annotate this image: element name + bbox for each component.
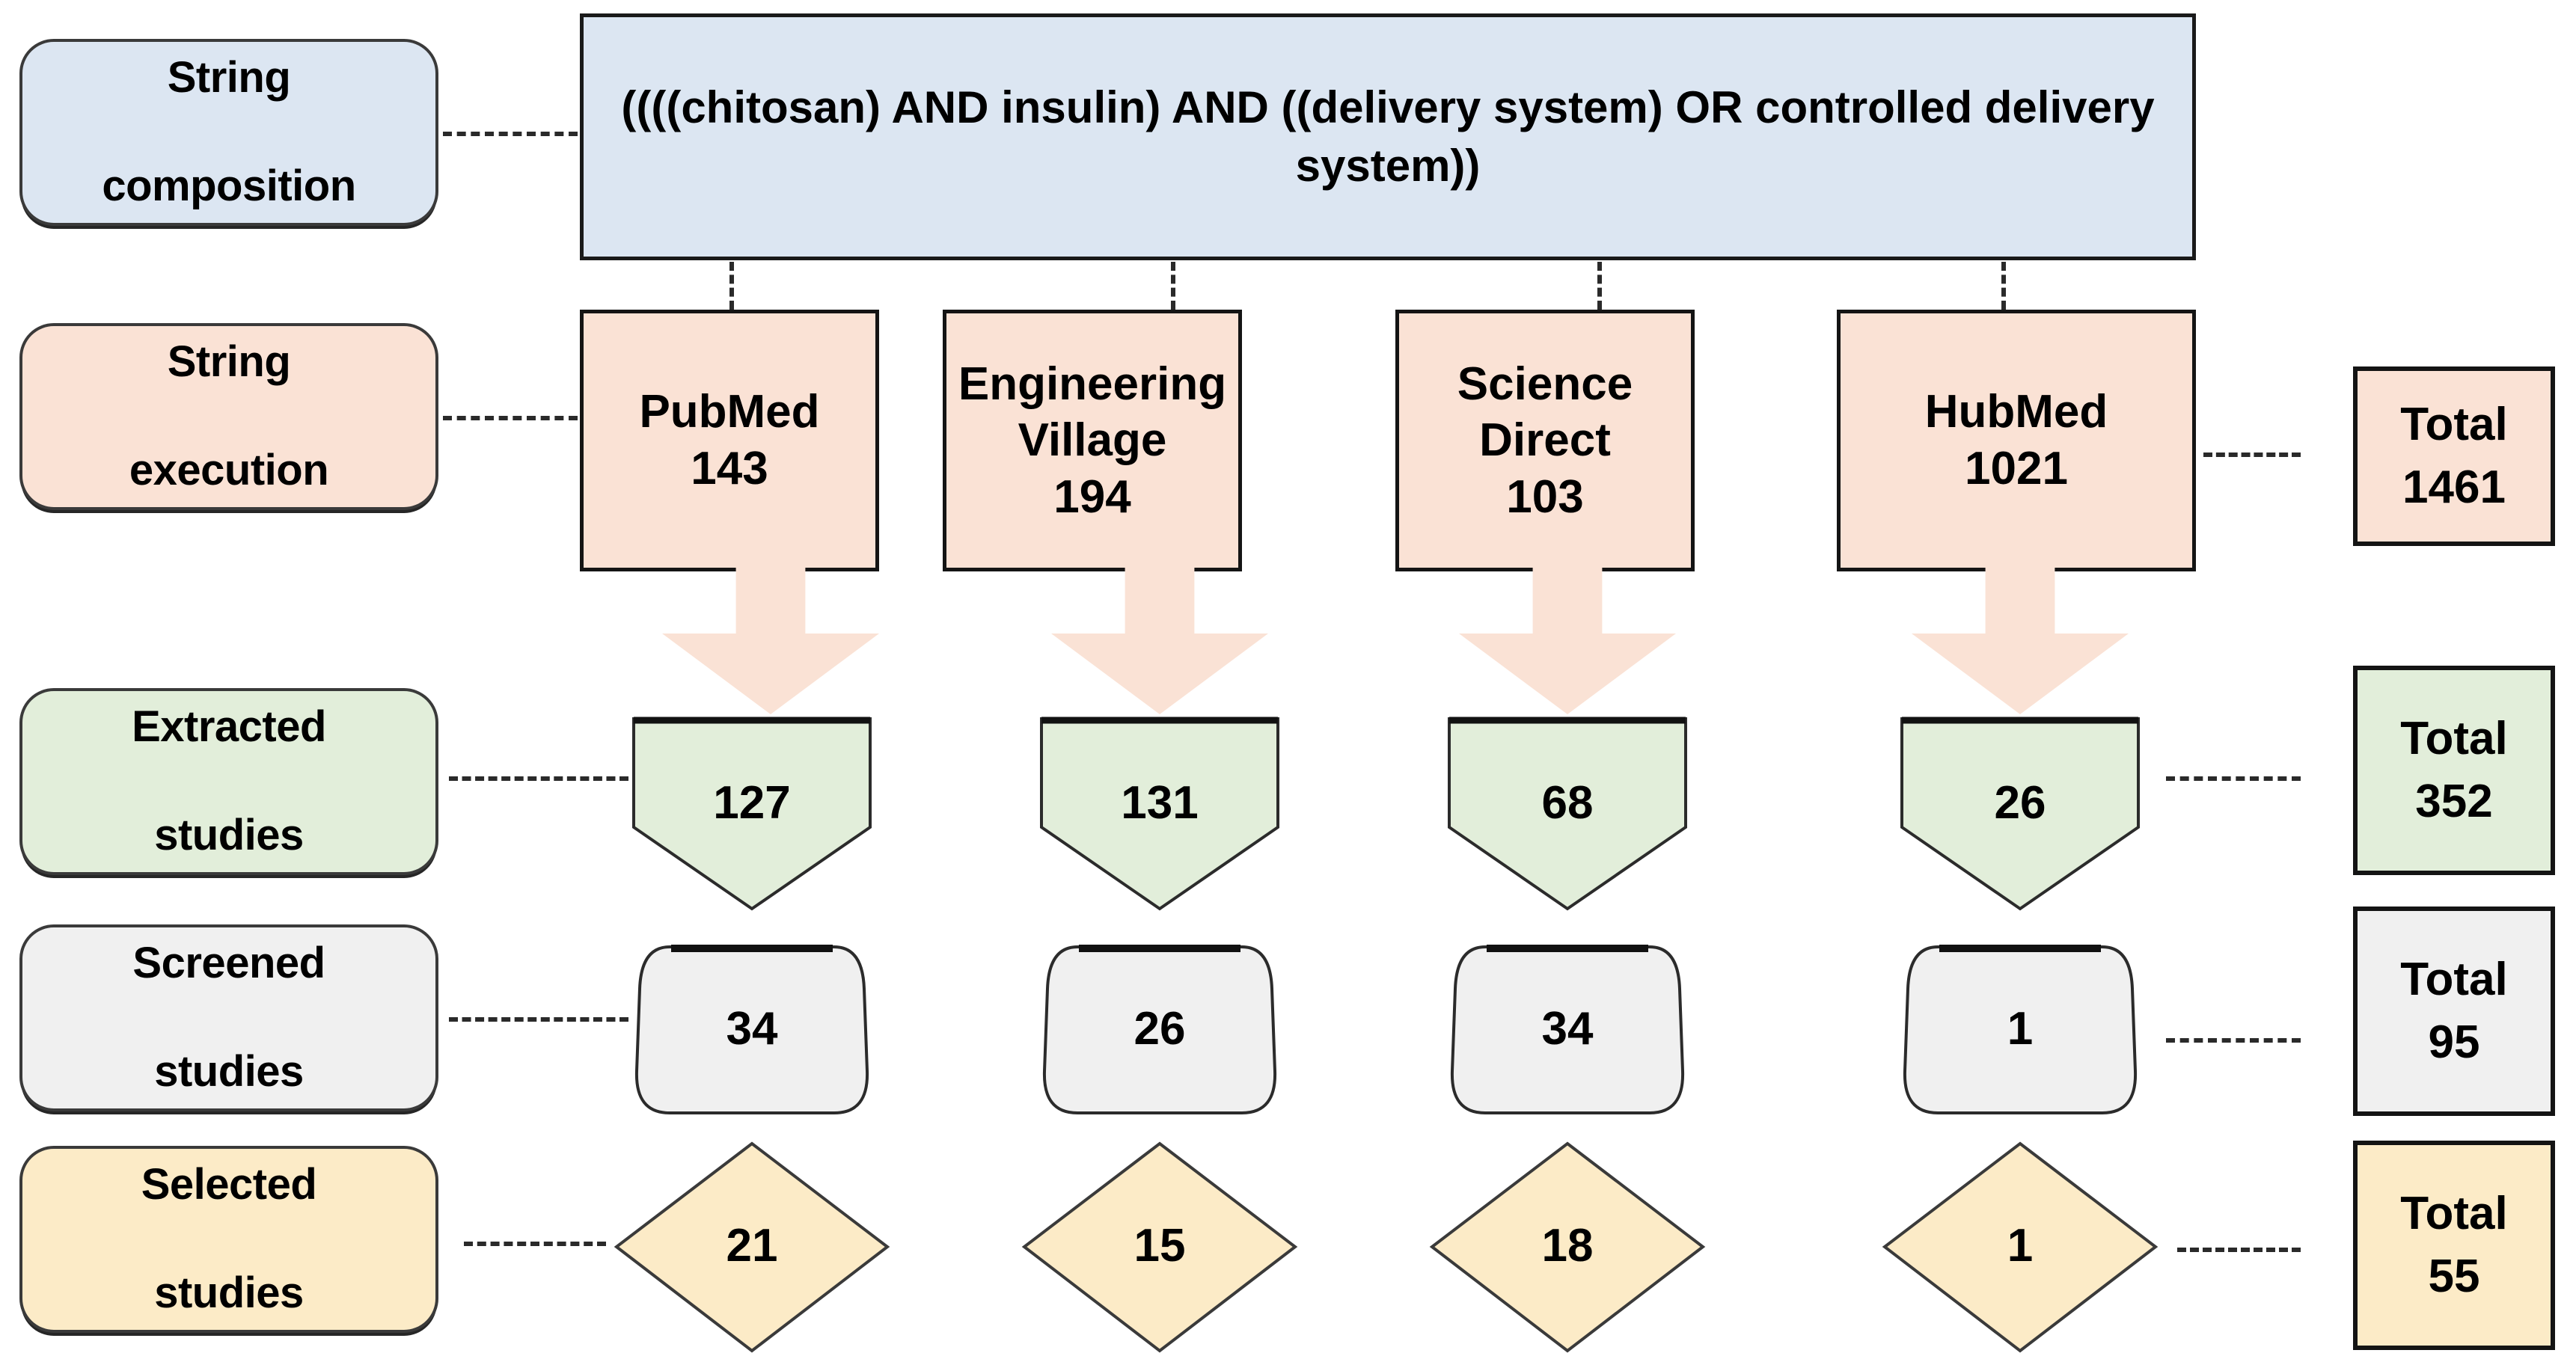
extracted-value: 68	[1541, 777, 1594, 829]
extracted-shape-3: 26	[1900, 717, 2140, 911]
screened-value: 1	[2007, 1003, 2034, 1055]
arrow-source-to-extracted-1	[1051, 565, 1268, 714]
total-box-string-execution: Total 1461	[2353, 366, 2555, 546]
pentagon-shape	[1900, 717, 2140, 911]
total-value: 352	[2415, 776, 2493, 827]
source-name: Engineering	[958, 358, 1227, 410]
connector-selected-to-total-55	[2177, 1248, 2301, 1252]
source-name: PubMed	[639, 386, 820, 438]
total-value: 1461	[2402, 461, 2506, 513]
selected-value: 1	[2007, 1220, 2034, 1271]
extracted-shape-0: 127	[632, 717, 872, 911]
connector-query-to-source-1	[1171, 262, 1175, 310]
total-label: Total	[2400, 954, 2508, 1006]
stage-label-selected-studies: Selected studies	[19, 1146, 438, 1333]
extracted-value: 127	[713, 777, 791, 829]
connector-query-to-source-3	[2001, 262, 2006, 310]
extracted-shape-1: 131	[1040, 717, 1279, 911]
stage-label-screened-studies: Screened studies	[19, 924, 438, 1111]
pentagon-shape	[632, 717, 872, 911]
barrel-shape	[634, 945, 869, 1114]
source-count: 194	[1053, 470, 1131, 523]
total-value: 95	[2428, 1016, 2480, 1068]
selected-shape-3: 1	[1882, 1141, 2159, 1354]
barrel-shape	[1042, 945, 1277, 1114]
stage-label-line2: studies	[154, 811, 304, 860]
total-label: Total	[2400, 1188, 2508, 1240]
source-name-2: Village	[1018, 414, 1167, 467]
selected-value: 21	[726, 1220, 778, 1271]
total-label: Total	[2400, 713, 2508, 765]
screened-value: 34	[1541, 1003, 1594, 1055]
screened-value: 26	[1133, 1003, 1186, 1055]
pentagon-shape	[1448, 717, 1687, 911]
query-string-box: ((((chitosan) AND insulin) AND ((deliver…	[580, 13, 2196, 260]
diamond-shape	[1882, 1141, 2159, 1353]
barrel-shape	[1450, 945, 1685, 1114]
diamond-shape	[1429, 1141, 1706, 1353]
connector-selected-label-to-shapes	[464, 1242, 606, 1246]
total-box-screened-studies: Total 95	[2353, 907, 2555, 1116]
stage-label-line2: execution	[129, 446, 329, 495]
stage-label-string-composition: String composition	[19, 39, 438, 226]
connector-extracted-to-total-352	[2166, 776, 2301, 781]
stage-label-line1: Screened	[132, 939, 325, 988]
arrow-source-to-extracted-2	[1459, 565, 1676, 714]
screened-shape-0: 34	[632, 944, 872, 1116]
stage-label-extracted-studies: Extracted studies	[19, 688, 438, 875]
source-name: HubMed	[1924, 386, 2108, 438]
total-value: 55	[2428, 1251, 2480, 1302]
selected-value: 15	[1133, 1220, 1186, 1271]
screened-shape-1: 26	[1040, 944, 1279, 1116]
total-box-selected-studies: Total 55	[2353, 1141, 2555, 1350]
extracted-shape-2: 68	[1448, 717, 1687, 911]
arrow-source-to-extracted-3	[1912, 565, 2129, 714]
source-count: 143	[691, 443, 768, 494]
selected-shape-1: 15	[1021, 1141, 1298, 1354]
arrow-source-to-extracted-0	[662, 565, 879, 714]
stage-label-line2: studies	[154, 1269, 304, 1318]
stage-label-line1: Extracted	[132, 702, 326, 752]
source-name: Science	[1457, 358, 1633, 410]
diamond-shape	[1021, 1141, 1298, 1353]
screened-value: 34	[726, 1003, 778, 1055]
connector-composition-to-query	[443, 132, 578, 136]
selected-shape-0: 21	[614, 1141, 890, 1354]
extracted-value: 131	[1121, 777, 1199, 829]
source-count: 103	[1506, 470, 1584, 523]
query-string-text: ((((chitosan) AND insulin) AND ((deliver…	[621, 82, 2155, 191]
pentagon-shape	[1040, 717, 1279, 911]
stage-label-line2: studies	[154, 1047, 304, 1096]
total-box-extracted-studies: Total 352	[2353, 666, 2555, 875]
stage-label-line1: String	[167, 53, 291, 102]
total-label: Total	[2400, 399, 2508, 451]
connector-query-to-source-0	[729, 262, 734, 310]
source-box-hubmed: HubMed 1021	[1837, 310, 2196, 571]
extracted-value: 26	[1994, 777, 2046, 829]
stage-label-string-execution: String execution	[19, 323, 438, 510]
connector-sources-to-total-1461	[2203, 453, 2301, 457]
barrel-shape	[1903, 945, 2138, 1114]
source-box-pubmed: PubMed 143	[580, 310, 879, 571]
source-box-science-direct: Science Direct 103	[1395, 310, 1695, 571]
connector-execution-to-sources	[443, 416, 578, 420]
screened-shape-3: 1	[1900, 944, 2140, 1116]
connector-screened-to-total-95	[2166, 1038, 2301, 1043]
selected-value: 18	[1541, 1220, 1594, 1271]
source-count: 1021	[1965, 443, 2068, 494]
stage-label-line2: composition	[102, 162, 356, 211]
connector-query-to-source-2	[1597, 262, 1602, 310]
source-box-engineering-village: Engineering Village 194	[943, 310, 1242, 571]
selected-shape-2: 18	[1429, 1141, 1706, 1354]
diamond-shape	[614, 1141, 890, 1353]
stage-label-line1: Selected	[141, 1160, 317, 1209]
connector-extracted-label-to-shapes	[449, 776, 628, 781]
stage-label-line1: String	[167, 337, 291, 387]
connector-screened-label-to-shapes	[449, 1017, 628, 1022]
screened-shape-2: 34	[1448, 944, 1687, 1116]
source-name-2: Direct	[1479, 414, 1611, 467]
